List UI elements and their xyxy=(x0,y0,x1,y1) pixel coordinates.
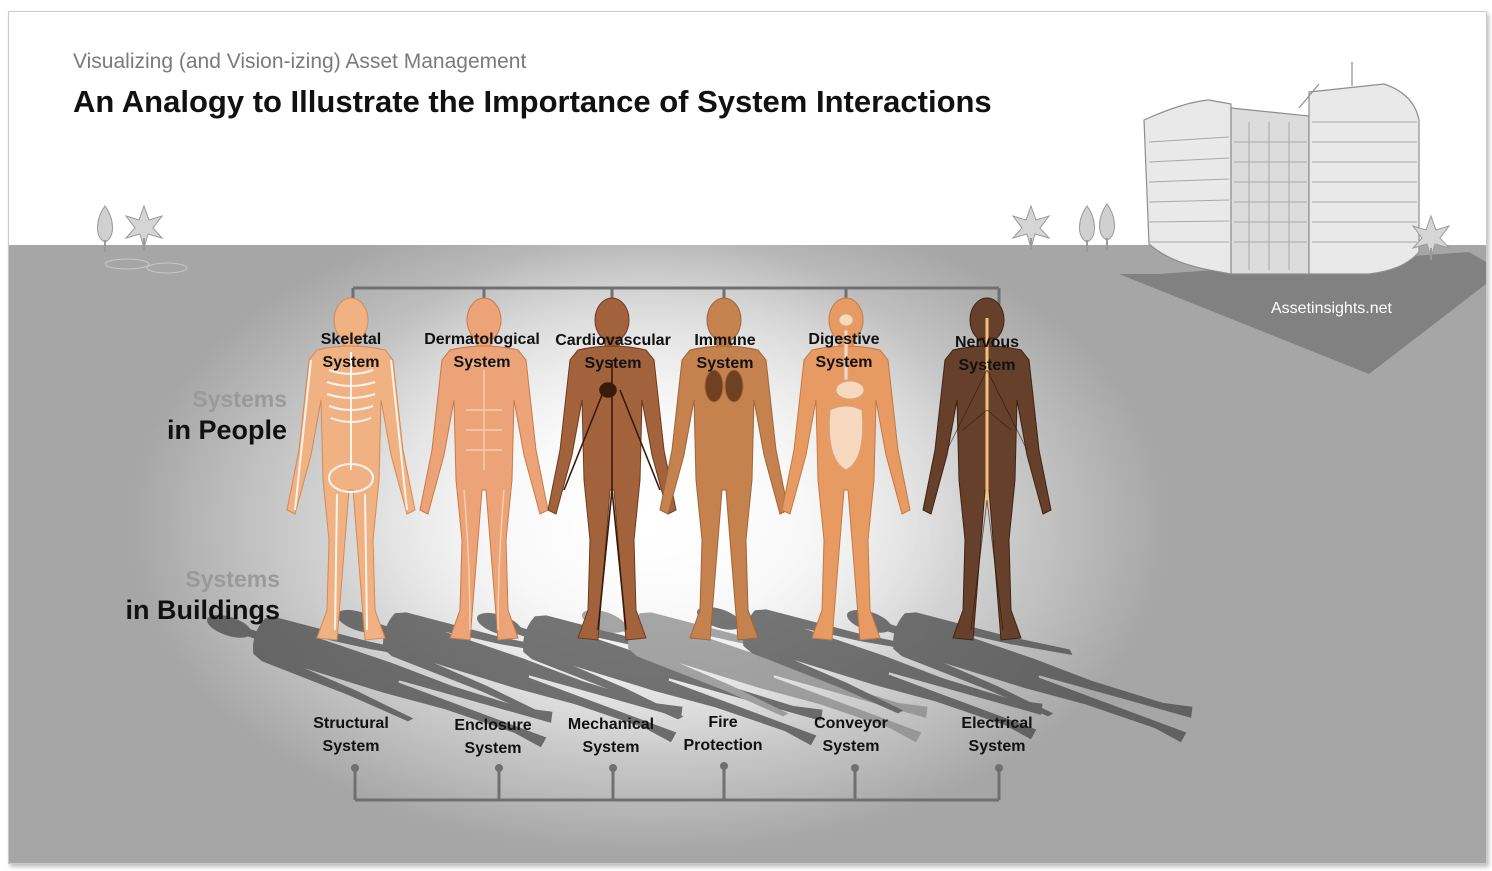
row-label-buildings-line1: Systems xyxy=(185,566,280,592)
tree-icon xyxy=(1012,205,1050,251)
row-label-people-line1: Systems xyxy=(192,386,287,412)
row-label-people: Systems in People xyxy=(167,386,287,446)
row-label-people-line2: in People xyxy=(166,415,287,445)
site-label: Assetinsights.net xyxy=(1271,300,1392,317)
slide: Visualizing (and Vision-izing) Asset Man… xyxy=(8,11,1487,864)
figure-digestive xyxy=(781,297,911,641)
illustration xyxy=(96,62,1486,802)
building-shadow xyxy=(1119,252,1486,374)
figure-cardiovascular xyxy=(547,297,677,641)
figure-dermatological xyxy=(419,297,549,641)
tree-icon xyxy=(125,205,163,251)
tree-icon xyxy=(1098,203,1116,251)
tree-icon xyxy=(96,205,114,253)
page-title: An Analogy to Illustrate the Importance … xyxy=(73,84,992,119)
subtitle: Visualizing (and Vision-izing) Asset Man… xyxy=(73,50,527,73)
figure-immune xyxy=(659,297,789,641)
figure-skeletal xyxy=(286,297,416,641)
building-systems-connector xyxy=(351,762,1003,802)
figure-nervous xyxy=(922,297,1052,641)
row-label-buildings: Systems in Buildings xyxy=(126,566,281,626)
row-label-buildings-line2: in Buildings xyxy=(125,595,281,625)
tree-icon xyxy=(1078,205,1096,253)
building-illustration xyxy=(1143,62,1420,275)
